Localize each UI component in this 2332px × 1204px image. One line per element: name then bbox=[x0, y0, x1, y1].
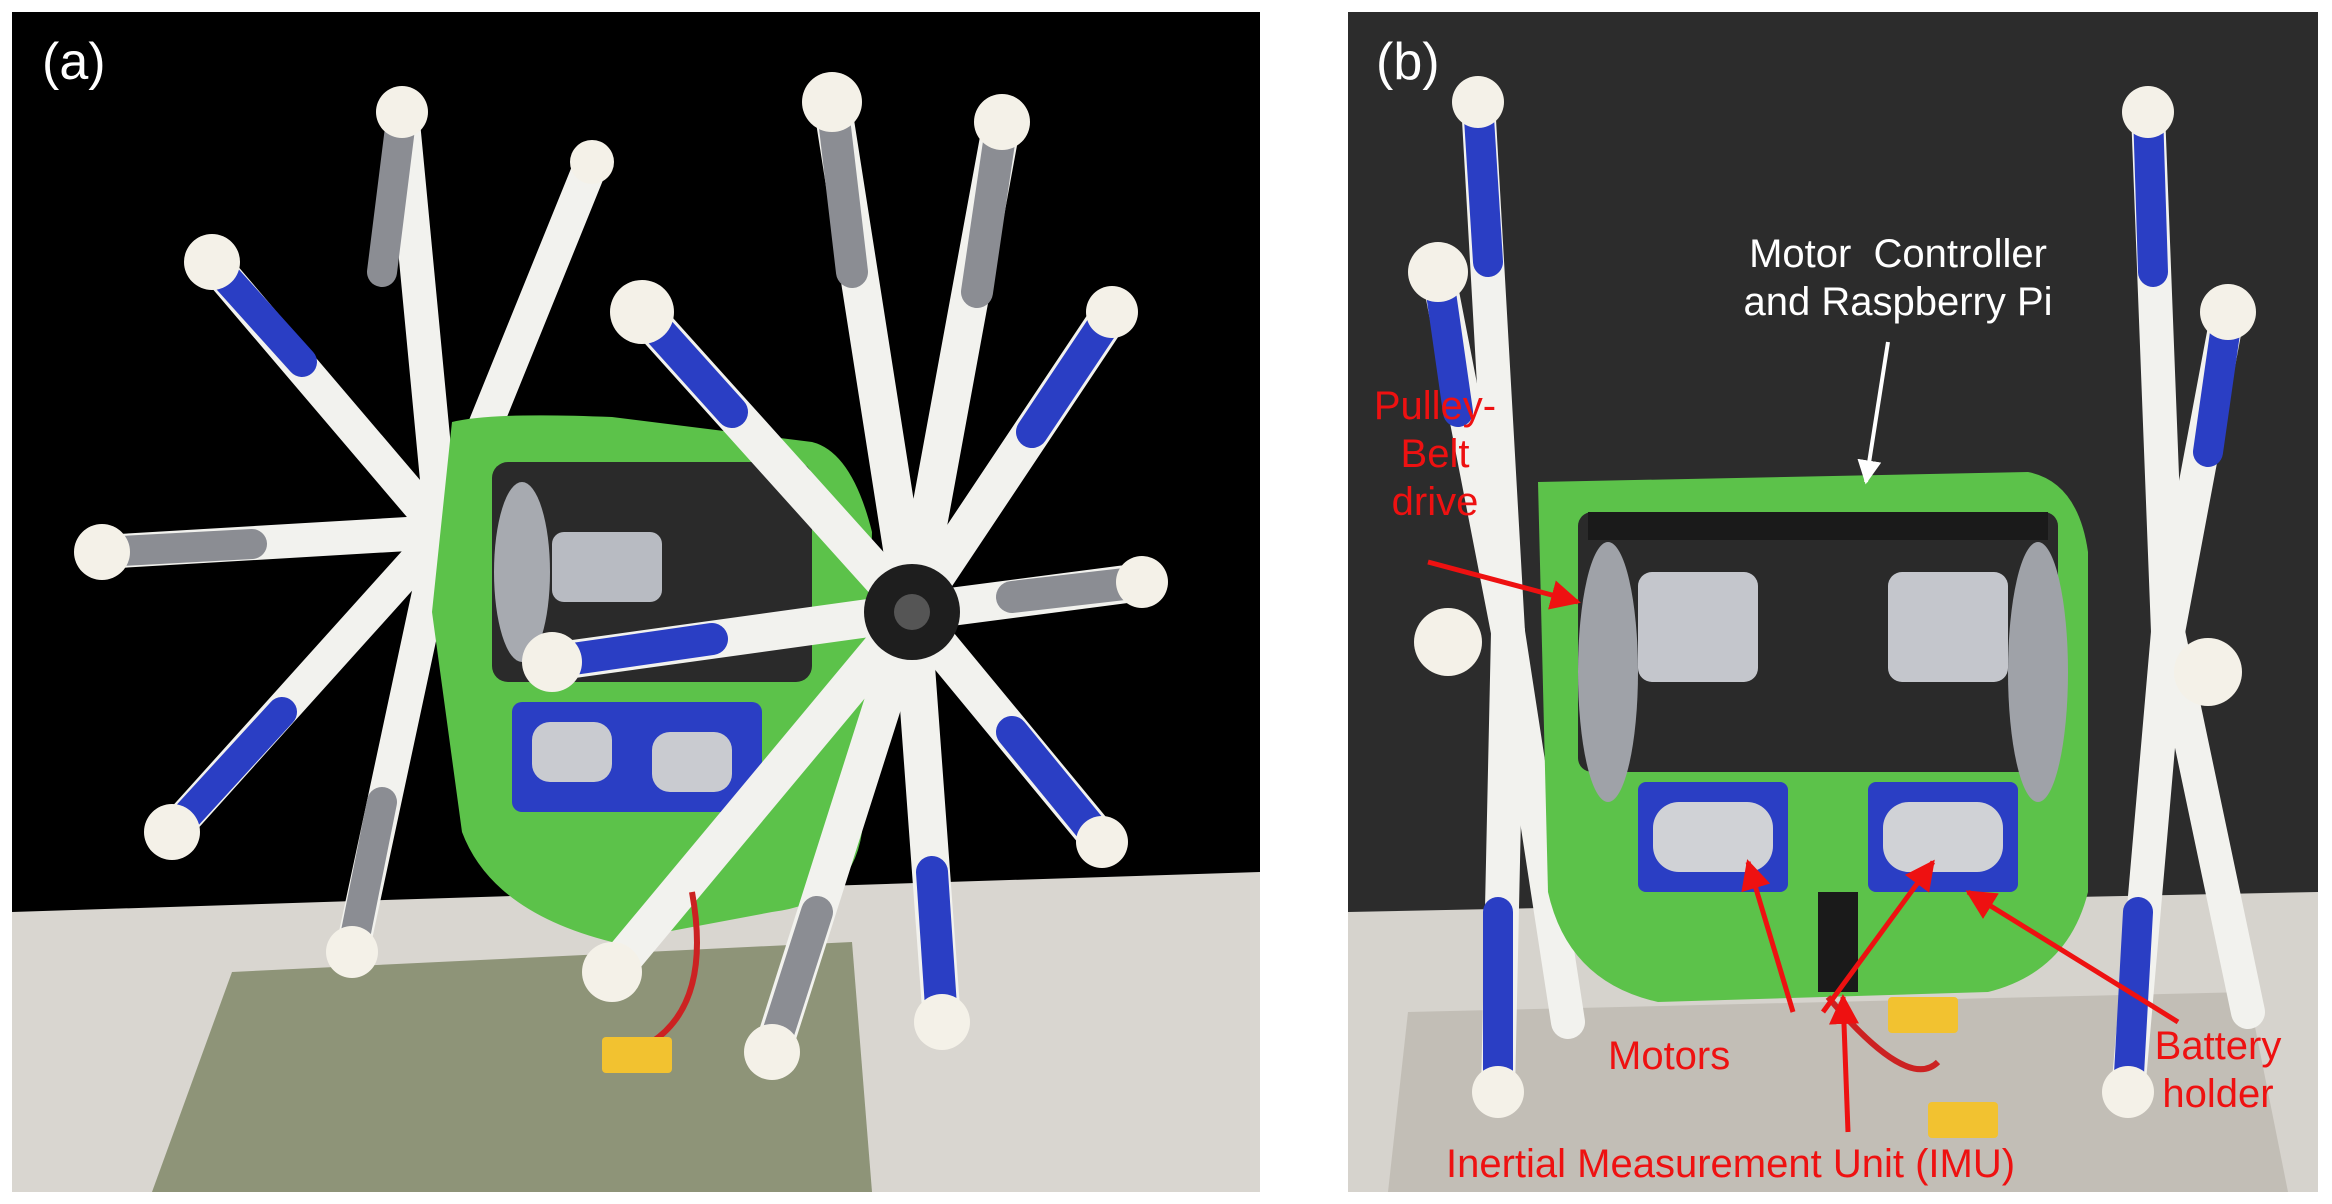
rear-spoke-feet bbox=[74, 86, 614, 978]
panel-label-a: (a) bbox=[42, 33, 106, 91]
robot-photo-b bbox=[1348, 76, 2318, 1192]
label-motor-controller: Motor Controller and Raspberry Pi bbox=[1688, 230, 2108, 326]
floor-mat bbox=[1388, 992, 2288, 1192]
label-motors: Motors bbox=[1608, 1034, 1731, 1078]
motor-right bbox=[1883, 802, 2003, 872]
right-spoke-wheel bbox=[2111, 95, 2265, 1109]
front-spoke-wheel bbox=[533, 83, 1161, 1071]
arrow-controller bbox=[1857, 341, 1890, 485]
label-battery-line2: holder bbox=[2162, 1072, 2274, 1116]
arrow-battery bbox=[1965, 889, 2180, 1025]
label-pulley-line2: Belt bbox=[1400, 432, 1470, 476]
bearing-left bbox=[1638, 572, 1758, 682]
right-spoke-feet bbox=[2102, 86, 2256, 1118]
motor-right bbox=[652, 732, 732, 792]
floor-mat bbox=[152, 942, 872, 1192]
power-connector bbox=[602, 1037, 672, 1073]
power-connector-2 bbox=[1928, 1102, 1998, 1138]
photo-panel-b: (b) Motor Controller and Raspberry Pi Pu… bbox=[1348, 12, 2318, 1192]
motor-left bbox=[532, 722, 612, 782]
motor-mount bbox=[552, 532, 662, 602]
label-imu: Inertial Measurement Unit (IMU) bbox=[1446, 1142, 2016, 1186]
label-pulley-line3: drive bbox=[1391, 480, 1479, 524]
label-pulley-line1: Pulley- bbox=[1373, 384, 1497, 428]
pulley-left bbox=[1578, 542, 1638, 802]
arrow-motor-left bbox=[1741, 859, 1796, 1013]
arrow-imu bbox=[1829, 994, 1859, 1133]
arrow-motor-right bbox=[1820, 859, 1936, 1014]
robot-photo-a bbox=[12, 72, 1260, 1192]
photo-panel-a: (a) bbox=[12, 12, 1260, 1192]
panel-label-b: (b) bbox=[1376, 33, 1440, 91]
label-battery-holder: Battery holder bbox=[2138, 1022, 2298, 1118]
pulley-right bbox=[2008, 542, 2068, 802]
left-spoke-feet bbox=[1408, 76, 1524, 1118]
arrow-pulley bbox=[1427, 559, 1581, 610]
controller-board bbox=[1588, 512, 2048, 540]
hub-center bbox=[894, 594, 930, 630]
front-spoke-feet bbox=[522, 72, 1168, 1080]
motor-left bbox=[1653, 802, 1773, 872]
imu-module bbox=[1818, 892, 1858, 992]
label-motor-controller-line1: Motor Controller bbox=[1749, 232, 2047, 276]
pulley bbox=[494, 482, 550, 662]
power-connector-1 bbox=[1888, 997, 1958, 1033]
power-cable bbox=[650, 891, 700, 1045]
label-battery-line1: Battery bbox=[2154, 1024, 2282, 1068]
label-pulley-belt-drive: Pulley- Belt drive bbox=[1360, 382, 1510, 526]
label-motor-controller-line2: and Raspberry Pi bbox=[1743, 280, 2053, 324]
bearing-right bbox=[1888, 572, 2008, 682]
